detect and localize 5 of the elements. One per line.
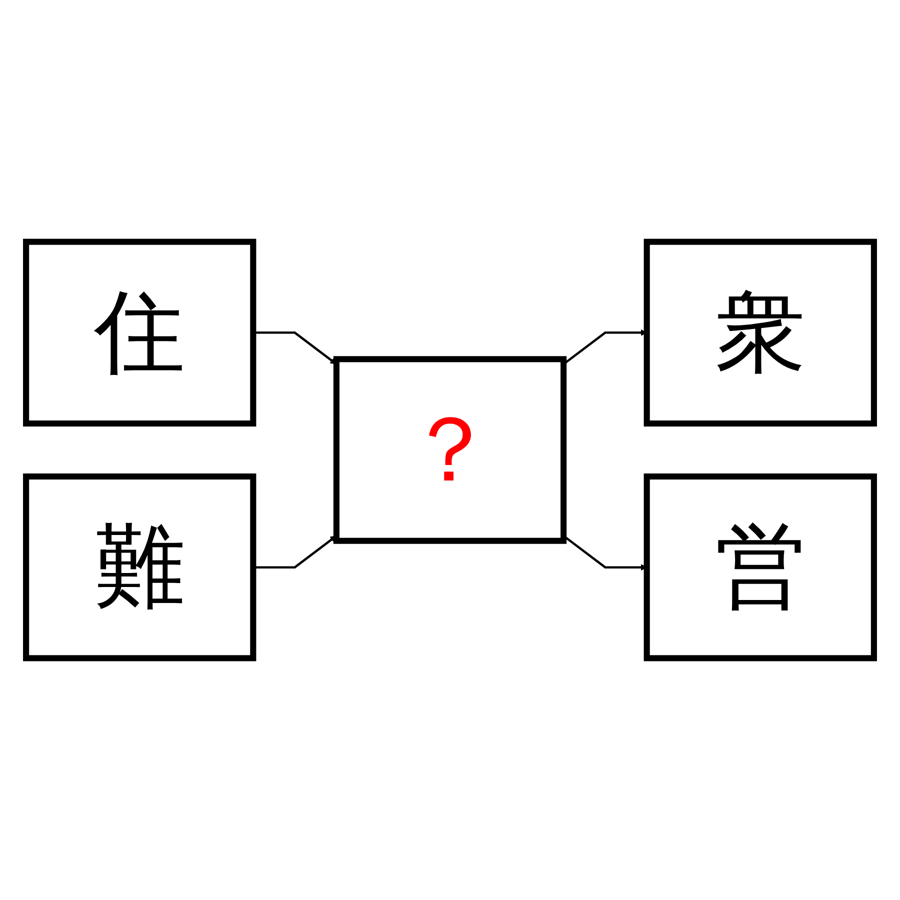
node-box: 住 bbox=[23, 238, 256, 427]
node-box: 難 bbox=[23, 473, 256, 662]
node-box: 衆 bbox=[644, 238, 877, 427]
node-box: ？ bbox=[333, 356, 567, 544]
node-box: 営 bbox=[644, 473, 877, 662]
